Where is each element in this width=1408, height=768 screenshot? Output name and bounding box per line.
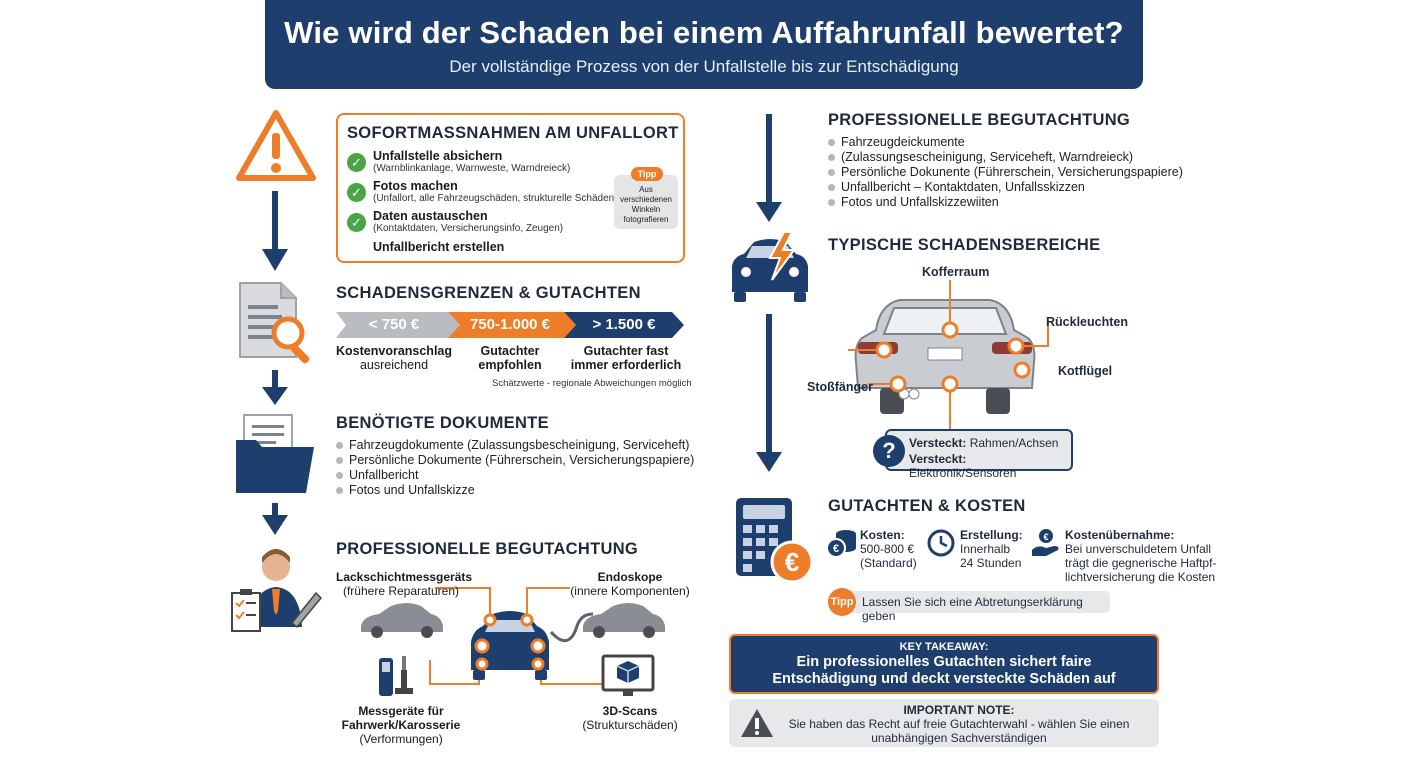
- kofferraum-label: Kofferraum: [922, 265, 990, 279]
- key-takeaway-box: KEY TAKEAWAY: Ein professionelles Gutach…: [729, 634, 1159, 694]
- tip-badge: Tipp: [631, 167, 663, 181]
- flow-arrow-icon: [756, 114, 782, 222]
- list-item: Unfallbericht: [336, 468, 694, 483]
- list-item: Fahrzeugdokumente (Zulassungsbescheinigu…: [336, 438, 694, 453]
- versteckt-line-1: Versteckt: Rahmen/Achsen: [909, 436, 1059, 450]
- 3d-scans-label: 3D-Scans(Strukturschäden): [582, 704, 678, 732]
- kosten-title: GUTACHTEN & KOSTEN: [828, 497, 1026, 515]
- sofortmassnahmen-title: SOFORTMASSNAHMEN AM UNFALLORT: [347, 124, 679, 142]
- threshold-bar-high: [564, 312, 684, 338]
- measuring-device-icon: [379, 656, 413, 696]
- list-item: Persönliche Dokumente (Führerschein, Ver…: [336, 453, 694, 468]
- tip-text: Lassen Sie sich eine Abtretungserklärung…: [862, 595, 1083, 623]
- list-item: Fotos und Unfallskizzewiiten: [828, 195, 1183, 210]
- threshold-note: Schätzwerte - regionale Abweichungen mög…: [492, 378, 692, 389]
- list-item: (Zulassungsescheinigung, Serviceheft, Wa…: [828, 150, 1183, 165]
- list-item: Unfallstelle absichern (Warnblinkanlage,…: [373, 149, 571, 174]
- clock-icon: [927, 529, 955, 557]
- tip-badge: Tipp: [828, 588, 856, 616]
- question-icon: ?: [873, 435, 905, 467]
- check-icon: ✓: [347, 183, 366, 202]
- threshold-label-high: > 1.500 €: [592, 316, 656, 333]
- left-flow-icons: [231, 110, 323, 632]
- kostenuebernahme-block: Kostenübernahme:Bei unverschuldetem Unfa…: [1065, 528, 1217, 584]
- begutachtung-right-list: Fahrzeugdeickumente (Zulassungsescheinig…: [828, 135, 1183, 210]
- flow-arrow-icon: [262, 191, 288, 271]
- page-title: Wie wird der Schaden bei einem Auffahrun…: [284, 15, 1124, 50]
- tip-text: Aus verschiedenen Winkeln fotografieren: [619, 185, 673, 224]
- 3d-scan-monitor-icon: [601, 654, 655, 696]
- list-item: Unfallbericht – Kontaktdaten, Unfallsski…: [828, 180, 1183, 195]
- flow-arrow-icon: [756, 314, 782, 472]
- tip-card: Tipp Aus verschiedenen Winkeln fotografi…: [614, 167, 678, 229]
- svg-text:€: €: [785, 547, 799, 577]
- warning-icon: [741, 709, 773, 737]
- car-damage-icon: [732, 231, 808, 302]
- flow-arrow-icon: [262, 370, 288, 405]
- list-item: Fotos machen (Unfallort, alle Fahrzeugsc…: [373, 179, 618, 204]
- warning-icon: [236, 110, 316, 181]
- list-item: Fotos und Unfallskizze: [336, 483, 694, 498]
- check-icon: ✓: [347, 153, 366, 172]
- svg-text:€: €: [1043, 532, 1048, 542]
- car-front-blue-icon: [471, 611, 549, 680]
- threshold-label-low: < 750 €: [368, 316, 420, 333]
- header-banner: Wie wird der Schaden bei einem Auffahrun…: [265, 0, 1143, 89]
- dokumente-title: BENÖTIGTE DOKUMENTE: [336, 414, 549, 432]
- schadensgrenzen-bars: [336, 312, 684, 338]
- kosten-block: Kosten:500-800 €(Standard): [860, 528, 917, 570]
- page-subtitle: Der vollständige Prozess von der Unfalls…: [449, 57, 959, 76]
- key-takeaway-line-1: Ein professionelles Gutachten sichert fa…: [796, 654, 1092, 670]
- car-rear-diagram: [848, 280, 1049, 430]
- folder-icon: [236, 414, 314, 493]
- schadensbereiche-title: TYPISCHE SCHADENSBEREICHE: [828, 236, 1101, 254]
- important-note-box: IMPORTANT NOTE: Sie haben das Recht auf …: [729, 699, 1159, 747]
- calculator-euro-icon: €: [736, 498, 814, 584]
- endoskope-label: Endoskope(innere Komponenten): [570, 570, 690, 598]
- car-grey-right-icon: [583, 603, 665, 632]
- stossfaenger-label: Stoßfänger: [807, 380, 873, 394]
- kosten-tip: Tipp Lassen Sie sich eine Abtretungserkl…: [828, 588, 1110, 623]
- threshold-label-mid: 750-1.000 €: [469, 316, 551, 333]
- key-takeaway-label: KEY TAKEAWAY:: [899, 641, 989, 653]
- rueckleuchten-label: Rückleuchten: [1046, 315, 1128, 329]
- car-grey-left-icon: [361, 603, 443, 632]
- document-search-icon: [239, 282, 310, 364]
- kotfluegel-label: Kotflügel: [1058, 364, 1113, 378]
- flow-arrow-icon: [262, 503, 288, 535]
- sofortmassnahmen-box: SOFORTMASSNAHMEN AM UNFALLORT ✓ Unfallst…: [336, 113, 685, 263]
- begutachtung-right-title: PROFESSIONELLE BEGUTACHTUNG: [828, 111, 1131, 129]
- expert-person-icon: [231, 549, 323, 632]
- lackschicht-label: Lackschichtmessgeräts(frühere Reparature…: [336, 570, 473, 598]
- versteckt-line-2: Versteckt: Elektronik/Sensoren: [909, 452, 1017, 480]
- coins-euro-icon: €: [826, 530, 856, 558]
- svg-text:€: €: [833, 543, 839, 555]
- list-item: Persönliche Dokunente (Führerschein, Ver…: [828, 165, 1183, 180]
- dokumente-list: Fahrzeugdokumente (Zulassungsbescheinigu…: [336, 438, 694, 498]
- versteckt-box: ? Versteckt: Rahmen/Achsen Versteckt: El…: [873, 429, 1073, 480]
- begutachtung-diagram: [361, 587, 665, 696]
- hand-euro-icon: €: [1032, 529, 1059, 556]
- damage-points: [875, 321, 1031, 393]
- right-flow-icons: €: [732, 114, 814, 584]
- threshold-bar-low: [336, 312, 460, 338]
- important-note-text: IMPORTANT NOTE: Sie haben das Recht auf …: [788, 703, 1130, 745]
- schadensgrenzen-title: SCHADENSGRENZEN & GUTACHTEN: [336, 284, 641, 302]
- list-item: Daten austauschen (Kontaktdaten, Versich…: [373, 209, 564, 234]
- begutachtung-left-title: PROFESSIONELLE BEGUTACHTUNG: [336, 540, 639, 558]
- list-item: Fahrzeugdeickumente: [828, 135, 1183, 150]
- check-icon: ✓: [347, 213, 366, 232]
- key-takeaway-line-2: Entschädigung und deckt versteckte Schäd…: [772, 671, 1116, 687]
- threshold-bar-mid: [448, 312, 576, 338]
- unfallbericht-item: Unfallbericht erstellen: [373, 240, 505, 254]
